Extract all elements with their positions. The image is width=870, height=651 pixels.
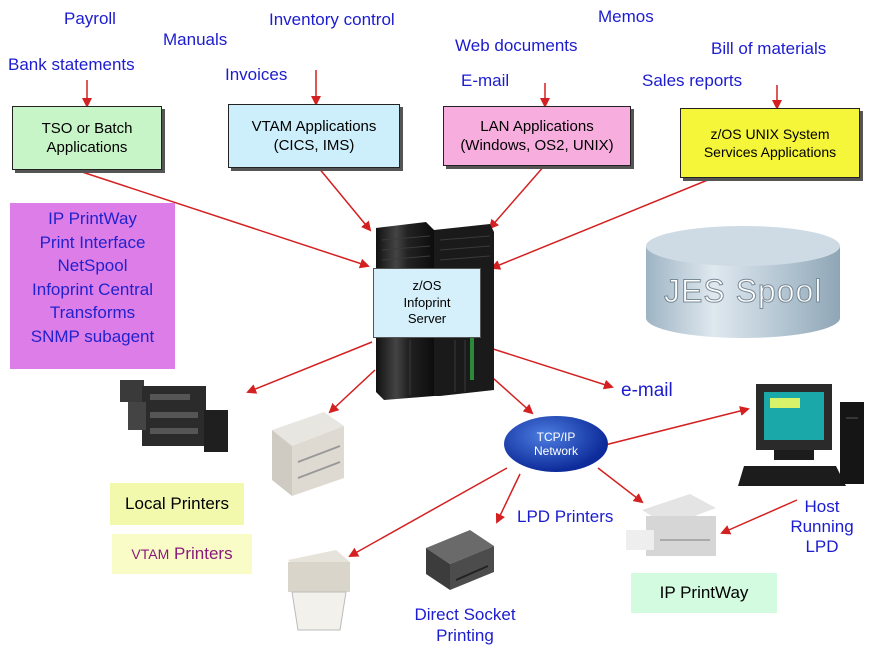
feature-netspool: NetSpool [57, 256, 128, 275]
email-in-label: E-mail [461, 71, 510, 90]
server-line2: Infoprint [403, 294, 451, 310]
local-printers-text: Local Printers [125, 494, 229, 513]
arrow-vtam-to-server [317, 166, 372, 232]
vtam-apps-box: VTAM Applications (CICS, IMS) [228, 104, 400, 168]
arrow-network-to-lpd [597, 467, 644, 504]
tso-line2: Applications [46, 139, 128, 156]
network-line1: TCP/IP [536, 429, 576, 444]
jes-spool-label: JES Spool [663, 273, 823, 310]
tso-line1: TSO or Batch [41, 119, 133, 137]
vtam-line1: VTAM Applications [251, 117, 377, 135]
memos-label: Memos [598, 7, 654, 26]
vtam-printers-label: VTAM Printers [112, 534, 252, 574]
server-line3: Server [407, 311, 447, 327]
direct-socket-label: Direct Socket Printing [410, 604, 520, 646]
host-line2: Running [790, 517, 854, 536]
features-panel: IP PrintWay Print Interface NetSpool Inf… [10, 203, 175, 369]
lpd-printers-label: LPD Printers [517, 507, 614, 526]
host-line3: LPD [805, 537, 839, 556]
email-out-label: e-mail [621, 380, 673, 401]
bill-of-materials-label: Bill of materials [711, 39, 827, 58]
sales-reports-label: Sales reports [642, 71, 743, 90]
network-line2: Network [533, 444, 578, 458]
unix-line1: z/OS UNIX System [710, 125, 830, 142]
invoices-label: Invoices [225, 65, 288, 84]
host-line1: Host [804, 497, 840, 516]
arrow-server-to-vtam-printer [328, 369, 376, 414]
arrow-network-to-direct [495, 473, 521, 524]
ip-printway-output-label: IP PrintWay [631, 573, 777, 613]
lan-line1: LAN Applications [480, 117, 594, 135]
feature-ip-printway: IP PrintWay [48, 209, 137, 228]
direct-socket-line2: Printing [436, 626, 494, 645]
inventory-control-label: Inventory control [269, 10, 395, 29]
server-line1: z/OS [412, 277, 442, 293]
host-running-lpd-label: Host Running LPD [782, 497, 862, 557]
vtam-printers-suffix: Printers [169, 544, 233, 563]
ip-printway-output-text: IP PrintWay [659, 583, 749, 602]
arrow-unix-to-server [490, 174, 721, 270]
arrow-network-to-host [604, 406, 750, 446]
feature-transforms: Transforms [49, 303, 136, 322]
vtam-line2: (CICS, IMS) [273, 137, 355, 154]
web-documents-label: Web documents [455, 36, 578, 55]
arrow-network-to-pc-printer [348, 467, 508, 557]
feature-snmp-subagent: SNMP subagent [30, 326, 155, 346]
arrow-lan-to-server [488, 164, 546, 230]
local-printers-label: Local Printers [110, 483, 244, 525]
vtam-printers-prefix: VTAM [131, 546, 170, 562]
payroll-label: Payroll [64, 9, 116, 28]
direct-socket-line1: Direct Socket [414, 605, 516, 624]
lan-apps-box: LAN Applications (Windows, OS2, UNIX) [443, 106, 631, 166]
arrow-tso-to-server [69, 167, 370, 269]
bank-statements-label: Bank statements [8, 55, 135, 74]
feature-infoprint-central: Infoprint Central [32, 279, 153, 299]
arrow-server-to-network [483, 369, 534, 415]
unix-line2: Services Applications [703, 144, 837, 160]
feature-print-interface: Print Interface [39, 232, 146, 252]
arrow-server-to-local [246, 341, 373, 394]
lan-line2: (Windows, OS2, UNIX) [460, 137, 614, 154]
arrow-host-to-lpd [720, 499, 798, 535]
arrow-server-to-email [489, 347, 614, 390]
manuals-label: Manuals [163, 30, 228, 49]
